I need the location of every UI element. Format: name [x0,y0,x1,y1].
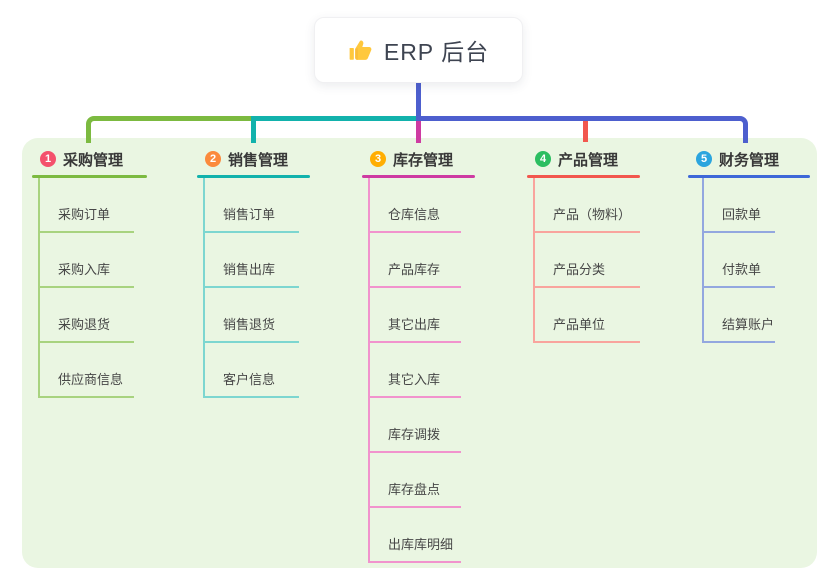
child-node[interactable]: 其它出库 [370,288,461,343]
child-node[interactable]: 销售出库 [205,233,299,288]
branch-underline [688,175,810,178]
branch-node[interactable]: 1 采购管理 [32,146,147,172]
child-node[interactable]: 采购订单 [40,178,134,233]
branch-children: 回款单 付款单 结算账户 [702,178,775,343]
connector-branch3 [416,121,421,143]
child-node[interactable]: 销售退货 [205,288,299,343]
child-node[interactable]: 出库库明细 [370,508,461,563]
branch-label: 采购管理 [63,151,124,169]
branch-children: 销售订单 销售出库 销售退货 客户信息 [203,178,299,398]
branch-node[interactable]: 4 产品管理 [527,146,640,172]
branch-children: 采购订单 采购入库 采购退货 供应商信息 [38,178,134,398]
branch-badge: 5 [696,151,712,167]
child-node[interactable]: 结算账户 [704,288,775,343]
branch-badge: 4 [535,151,551,167]
connector-branch5 [416,116,748,143]
root-node-erp[interactable]: ERP 后台 [314,17,523,83]
branch-product: 4 产品管理 产品（物料） 产品分类 产品单位 [527,146,640,343]
child-node[interactable]: 产品单位 [535,288,640,343]
branch-underline [362,175,475,178]
child-node[interactable]: 供应商信息 [40,343,134,398]
child-node[interactable]: 回款单 [704,178,775,233]
connector-branch2 [251,116,416,143]
branch-children: 仓库信息 产品库存 其它出库 其它入库 库存调拨 库存盘点 出库库明细 [368,178,461,563]
branch-badge: 2 [205,151,221,167]
branch-purchase: 1 采购管理 采购订单 采购入库 采购退货 供应商信息 [32,146,147,398]
child-node[interactable]: 库存调拨 [370,398,461,453]
child-node[interactable]: 库存盘点 [370,453,461,508]
branch-badge: 3 [370,151,386,167]
branch-underline [527,175,640,178]
connector-trunk [416,83,421,116]
connector-branch1 [86,116,251,143]
child-node[interactable]: 采购入库 [40,233,134,288]
child-node[interactable]: 采购退货 [40,288,134,343]
branch-children: 产品（物料） 产品分类 产品单位 [533,178,640,343]
branch-underline [197,175,310,178]
branch-underline [32,175,147,178]
child-node[interactable]: 产品库存 [370,233,461,288]
branch-sales: 2 销售管理 销售订单 销售出库 销售退货 客户信息 [197,146,310,398]
connector-branch4 [583,121,588,142]
thumbs-up-icon [348,37,374,63]
branch-node[interactable]: 5 财务管理 [688,146,810,172]
branch-finance: 5 财务管理 回款单 付款单 结算账户 [688,146,810,343]
child-node[interactable]: 仓库信息 [370,178,461,233]
branch-badge: 1 [40,151,56,167]
branch-node[interactable]: 2 销售管理 [197,146,310,172]
branch-label: 财务管理 [719,151,780,169]
branch-inventory: 3 库存管理 仓库信息 产品库存 其它出库 其它入库 库存调拨 库存盘点 出库库… [362,146,475,563]
child-node[interactable]: 产品分类 [535,233,640,288]
child-node[interactable]: 客户信息 [205,343,299,398]
child-node[interactable]: 其它入库 [370,343,461,398]
branch-label: 销售管理 [228,151,289,169]
branches-panel [22,138,817,568]
branch-label: 库存管理 [393,151,454,169]
child-node[interactable]: 销售订单 [205,178,299,233]
child-node[interactable]: 付款单 [704,233,775,288]
child-node[interactable]: 产品（物料） [535,178,640,233]
branch-label: 产品管理 [558,151,619,169]
branch-node[interactable]: 3 库存管理 [362,146,475,172]
root-node-label: ERP 后台 [383,39,490,65]
